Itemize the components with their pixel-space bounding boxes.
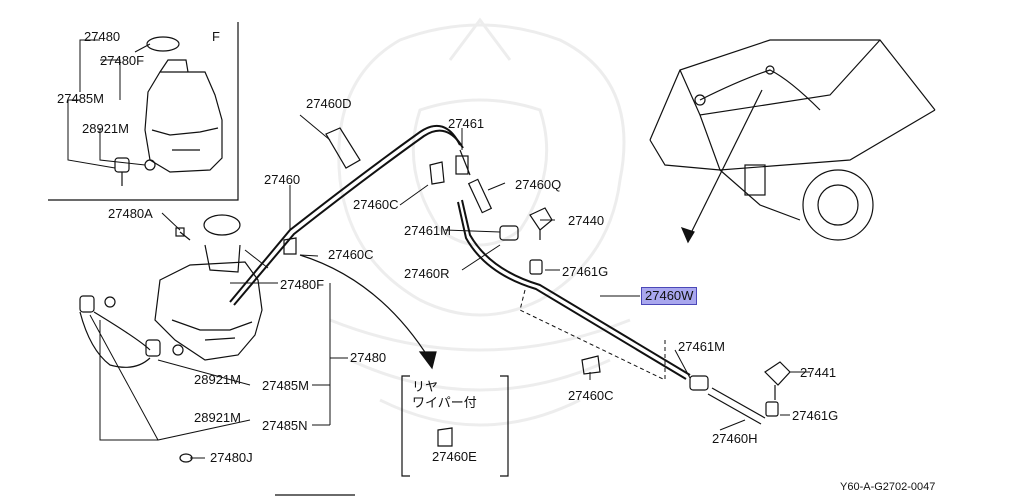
inset-leader-lines xyxy=(67,39,151,169)
check-valve-27461M-b xyxy=(689,375,709,391)
connector-27461G-a xyxy=(529,259,543,275)
connector-27461G-b xyxy=(765,401,779,417)
reservoir-tank xyxy=(154,214,263,361)
leader-arrow-to-vehicle xyxy=(680,89,763,244)
part-label-27480-inset: 27480 xyxy=(84,29,121,44)
part-label-27485N: 27485N xyxy=(262,418,308,433)
part-label-27480A: 27480A xyxy=(108,206,153,221)
bolt-27480A xyxy=(175,227,191,241)
joint-27461 xyxy=(455,149,471,176)
inset-frame xyxy=(48,22,239,201)
part-label-27485M-inset: 27485M xyxy=(57,91,104,106)
part-label-27480F-inset: 27480F xyxy=(100,53,145,68)
rear-wiper-bracket xyxy=(401,375,509,477)
part-label-27480F: 27480F xyxy=(280,277,325,292)
pump-hoses xyxy=(79,311,151,368)
part-label-27480J: 27480J xyxy=(210,450,253,465)
clip-27460C-a xyxy=(429,161,445,185)
clip-27460D xyxy=(325,127,361,169)
part-label-28921M-b: 28921M xyxy=(194,410,241,425)
watermark-emblem xyxy=(329,17,631,427)
part-label-27460: 27460 xyxy=(264,172,301,187)
part-label-27440: 27440 xyxy=(568,213,605,228)
part-label-27485M: 27485M xyxy=(262,378,309,393)
diagram-code: Y60-A-G2702-0047 xyxy=(840,481,936,493)
leader-arrow-rear-wiper xyxy=(299,254,437,370)
clip-27460C-b xyxy=(283,237,297,255)
part-label-27460R: 27460R xyxy=(404,266,450,281)
clip-27460C-c xyxy=(581,355,601,375)
hose-27460H xyxy=(707,387,766,425)
part-label-27460C-a: 27460C xyxy=(353,197,399,212)
part-label-27460W-highlighted[interactable]: 27460W xyxy=(640,287,698,305)
part-label-27461: 27461 xyxy=(448,116,485,131)
part-label-27460C-c: 27460C xyxy=(568,388,614,403)
part-label-27461G-a: 27461G xyxy=(562,264,609,279)
part-label-27480: 27480 xyxy=(350,350,387,365)
part-label-27461M-b: 27461M xyxy=(678,339,725,354)
vehicle-front-outline xyxy=(649,39,936,241)
part-label-28921M-a: 28921M xyxy=(194,372,241,387)
nozzle-27441 xyxy=(764,361,791,400)
part-label-27460C-b: 27460C xyxy=(328,247,374,262)
inset-letter: F xyxy=(212,29,220,44)
check-valve-27461M-a xyxy=(499,225,519,241)
part-label-27460D: 27460D xyxy=(306,96,352,111)
rear-wiper-note-line1: リヤ xyxy=(412,380,439,395)
hose-27460W xyxy=(457,199,691,380)
clip-27460E xyxy=(437,427,453,447)
part-label-27460Q: 27460Q xyxy=(515,177,562,192)
part-label-27461G-b: 27461G xyxy=(792,408,839,423)
part-label-27460E: 27460E xyxy=(432,449,477,464)
leader-lines xyxy=(89,114,810,459)
rear-wiper-note-line2: ワイパー付 xyxy=(412,396,477,411)
pump-28921M-b xyxy=(79,295,116,313)
part-label-27441: 27441 xyxy=(800,365,837,380)
part-label-28921M-inset: 28921M xyxy=(82,121,129,136)
part-label-27461M-a: 27461M xyxy=(404,223,451,238)
pump-28921M-a xyxy=(145,339,184,357)
dashed-bracket xyxy=(519,289,666,381)
hose-27460 xyxy=(229,124,464,306)
nozzle-27440 xyxy=(529,207,553,240)
inset-reservoir-tank xyxy=(144,36,223,173)
hose-27460Q xyxy=(467,178,493,214)
part-label-27460H: 27460H xyxy=(712,431,758,446)
